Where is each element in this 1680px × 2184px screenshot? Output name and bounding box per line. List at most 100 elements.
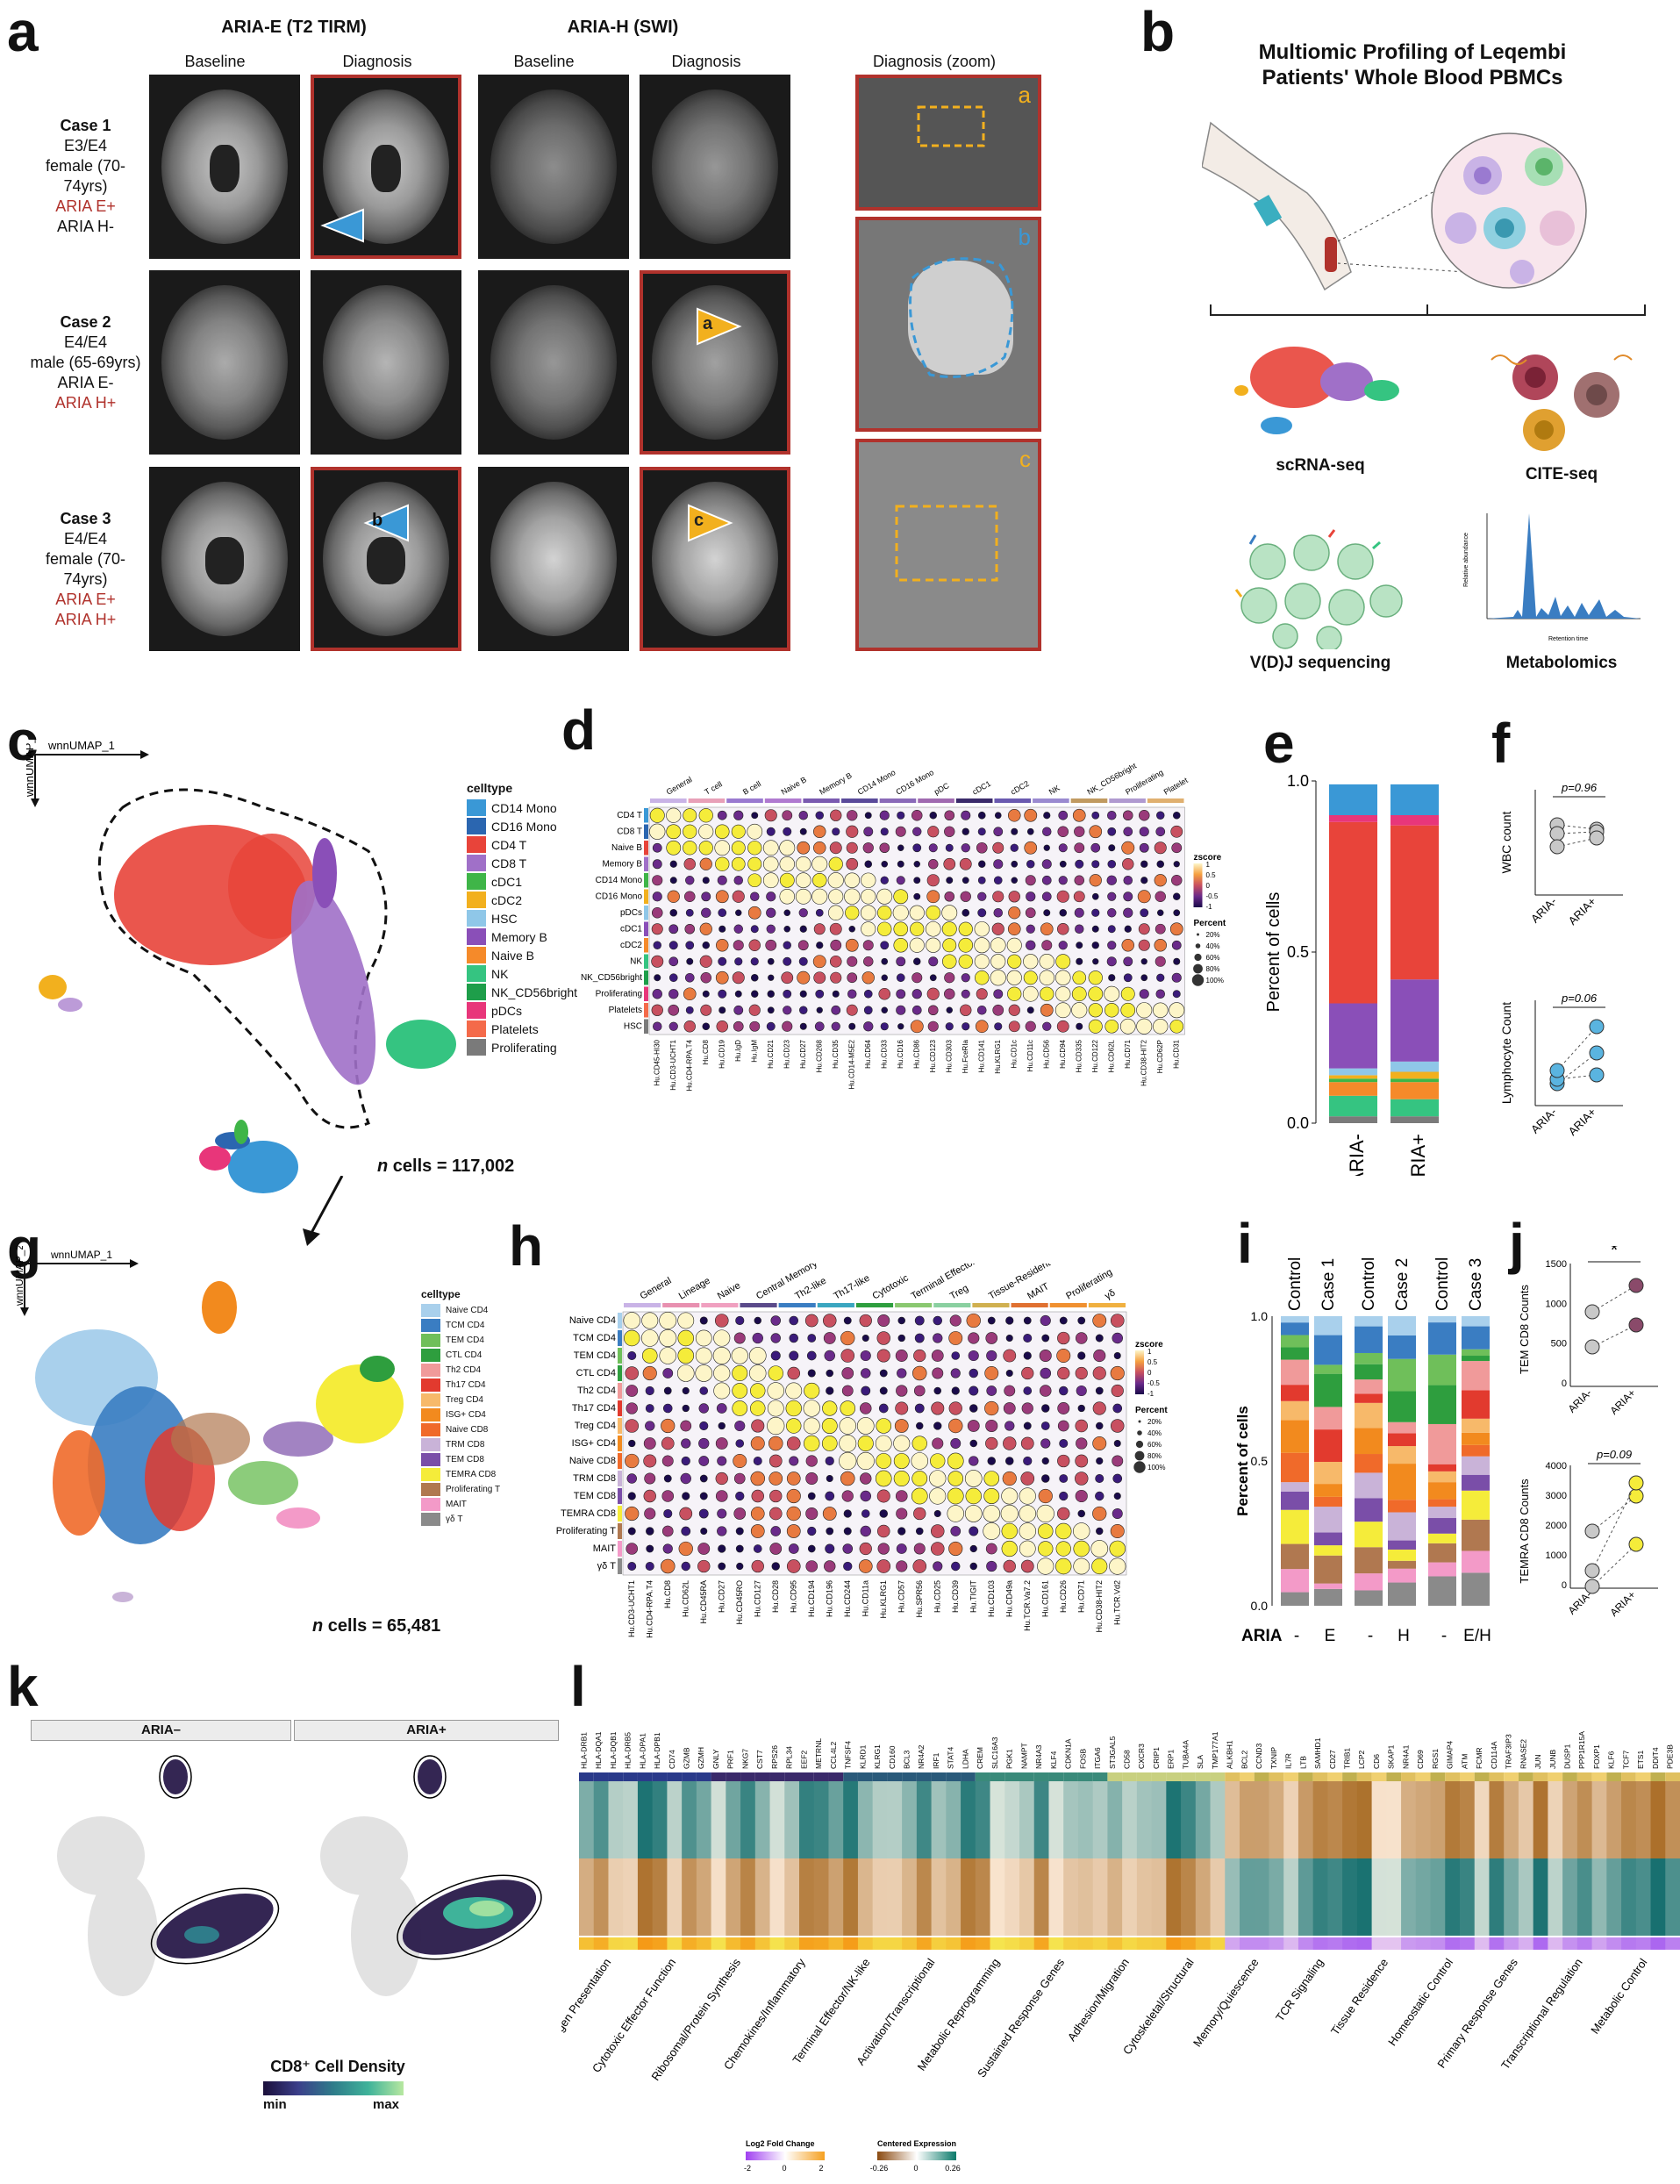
legend-label: Platelets: [491, 1021, 539, 1036]
dot: [1137, 890, 1151, 904]
dot: [929, 1487, 947, 1505]
dot: [766, 1021, 776, 1031]
dot: [1155, 891, 1166, 902]
lfc-tick: 0: [782, 2164, 786, 2173]
x-tick-label: ARIA-: [1566, 1386, 1595, 1415]
density-colorbar: [263, 2081, 404, 2095]
dot: [828, 905, 844, 920]
dot: [683, 891, 696, 903]
dot: [1092, 958, 1099, 965]
dot: [661, 1436, 675, 1450]
bar-segment: [1388, 1500, 1416, 1513]
mri-case1-h-baseline: [478, 75, 629, 259]
legend-label: TEM CD4: [446, 1335, 484, 1345]
bar-segment: [1314, 1588, 1342, 1606]
dot: [827, 872, 844, 889]
dot: [699, 1492, 708, 1500]
legend-label: TRM CD8: [446, 1440, 485, 1450]
dot: [978, 860, 986, 868]
gene-group-bar: [1356, 1772, 1372, 1781]
heat-cell: [667, 1781, 683, 1858]
row-label: Th2 CD4: [577, 1386, 616, 1396]
col-label: Hu.CD11c: [1026, 1040, 1034, 1071]
lfc-cell: [990, 1937, 1005, 1950]
lfc-cell: [1518, 1937, 1534, 1950]
aria-group: -: [1441, 1627, 1447, 1645]
bar-segment: [1428, 1562, 1456, 1577]
dot: [860, 1402, 872, 1414]
dot: [1075, 859, 1084, 869]
dot: [685, 1006, 694, 1014]
axis-x-label: wnnUMAP_1: [50, 1249, 112, 1261]
col-label: Hu.CD196: [825, 1580, 833, 1617]
dot: [799, 827, 807, 835]
lfc-cell: [1445, 1937, 1461, 1950]
gene-label: TMP177A1: [1211, 1731, 1219, 1769]
dot: [753, 1544, 762, 1553]
lfc-cell: [1548, 1937, 1563, 1950]
lfc-cell: [608, 1937, 624, 1950]
dot: [625, 1506, 640, 1522]
bar-segment: [1314, 1462, 1342, 1485]
dot: [748, 1004, 761, 1016]
legend-swatch: [421, 1483, 440, 1496]
p-value: p=0.06: [1561, 992, 1598, 1005]
dot: [1025, 1020, 1036, 1032]
dot: [826, 1527, 834, 1536]
heat-cell: [637, 1858, 654, 1936]
bar-segment: [1281, 1347, 1309, 1360]
group-bar: [778, 1303, 816, 1307]
lfc-cell: [696, 1937, 712, 1950]
dot: [894, 1419, 909, 1433]
percent-dot: [1195, 943, 1201, 949]
legend-label: CD14 Mono: [491, 800, 557, 815]
gene-label: CDKN1A: [1064, 1738, 1073, 1769]
mri-case2-h-diagnosis: a: [640, 270, 790, 455]
lfc-cell: [623, 1937, 639, 1950]
heat-cell: [1048, 1858, 1064, 1936]
legend-label: γδ T: [446, 1514, 463, 1524]
dot: [824, 1560, 836, 1572]
gene-group-bar: [1269, 1772, 1284, 1781]
dot: [1005, 1316, 1014, 1325]
gene-group-bar: [1460, 1772, 1475, 1781]
dot: [1110, 1365, 1125, 1381]
dot: [969, 1526, 979, 1536]
dot: [779, 872, 795, 888]
legend-swatch: [467, 984, 486, 1000]
gene-group-bar: [828, 1772, 844, 1781]
gene-group-bar: [1033, 1772, 1049, 1781]
dot: [661, 1455, 674, 1467]
dot: [844, 888, 861, 905]
dot: [967, 1420, 980, 1432]
dot: [1170, 825, 1183, 838]
zoom-a: a: [855, 75, 1041, 211]
dot: [797, 841, 811, 855]
dot: [767, 1400, 784, 1417]
dot: [659, 1347, 677, 1364]
dot: [930, 1524, 945, 1538]
dot: [805, 1560, 819, 1572]
dot: [782, 810, 793, 821]
dot: [1007, 986, 1022, 1001]
dot: [942, 954, 957, 969]
col-label: Hu.CD27: [799, 1039, 807, 1068]
row-color: [644, 954, 648, 969]
dot: [649, 823, 666, 840]
gene-group-bar: [1136, 1772, 1152, 1781]
dot: [805, 1507, 819, 1521]
bar-segment: [1388, 1446, 1416, 1464]
dot: [864, 812, 872, 820]
group-title-aria-e: ARIA-E (T2 TIRM): [221, 18, 367, 37]
dot: [911, 1452, 929, 1470]
dot: [974, 954, 990, 970]
dot: [1171, 875, 1183, 886]
dot: [1008, 891, 1020, 903]
gene-group-bar: [931, 1772, 947, 1781]
group-bar: [955, 798, 993, 803]
legend-label: Proliferating: [491, 1040, 557, 1055]
dot: [951, 1351, 961, 1360]
dot: [828, 889, 844, 905]
dot: [752, 1332, 763, 1344]
dot: [1007, 808, 1021, 822]
